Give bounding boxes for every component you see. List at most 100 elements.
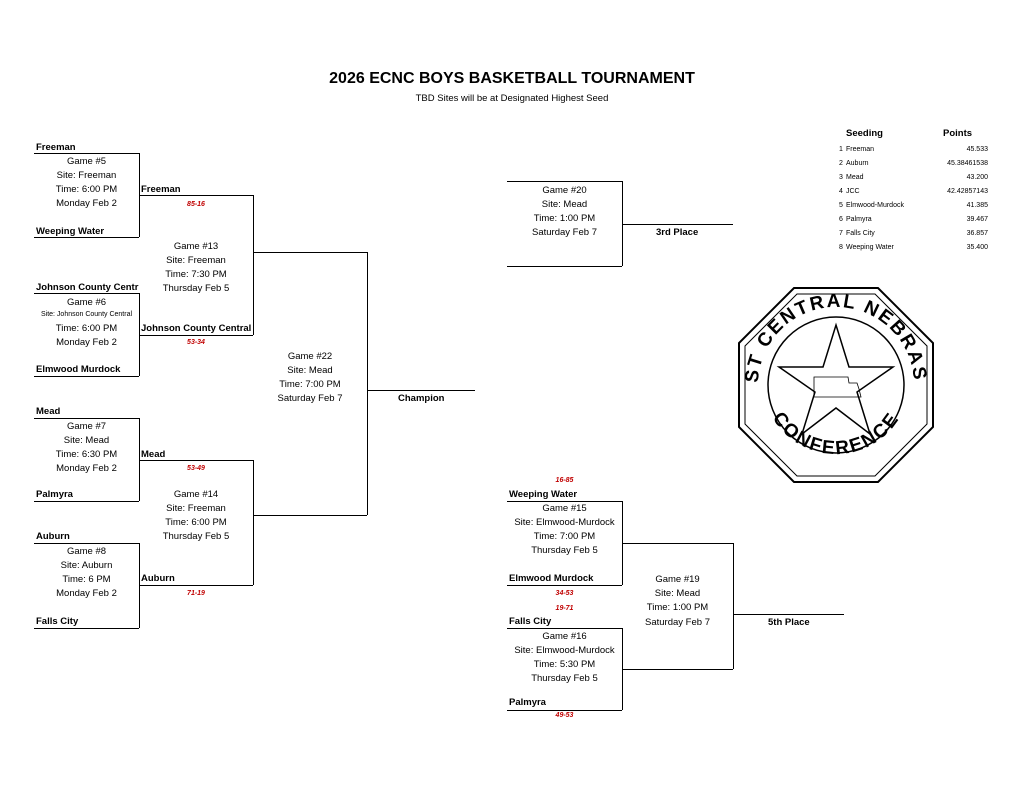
game-number: Game #13 <box>173 241 219 252</box>
seed-points: 35.400 <box>966 244 988 251</box>
fifth-place-label: 5th Place <box>768 617 810 628</box>
team-freeman-r2: Freeman <box>141 184 181 195</box>
points-header: Points <box>943 128 973 139</box>
seed-number: 2 <box>839 160 843 167</box>
score-game-7: 53-49 <box>187 465 205 472</box>
game-number: Game #16 <box>542 631 587 642</box>
page-title: 2026 ECNC BOYS BASKETBALL TOURNAMENT <box>329 70 695 87</box>
seed-number: 6 <box>839 216 843 223</box>
seed-team: JCC <box>846 188 860 195</box>
team-jcc-r2: Johnson County Central <box>141 323 252 334</box>
team-mead-r1: Mead <box>36 406 61 417</box>
game-number: Game #20 <box>542 185 587 196</box>
game-site: Site: Elmwood-Murdock <box>514 517 615 528</box>
game-time: Time: 5:30 PM <box>533 659 596 670</box>
team-palmyra-cons: Palmyra <box>509 697 546 708</box>
game-site: Site: Johnson County Central <box>40 311 133 318</box>
page-subtitle: TBD Sites will be at Designated Highest … <box>415 93 609 104</box>
seed-team: Auburn <box>846 160 869 167</box>
seed-points: 45.38461538 <box>947 160 988 167</box>
team-freeman-r1: Freeman <box>36 142 76 153</box>
team-falls-city-r1: Falls City <box>36 616 79 627</box>
team-elmwood-r1: Elmwood Murdock <box>36 364 121 375</box>
score-game-6: 53-34 <box>187 339 205 346</box>
game-number: Game #7 <box>66 421 107 432</box>
game-date: Monday Feb 2 <box>56 463 117 474</box>
seed-number: 1 <box>839 146 843 153</box>
third-place-label: 3rd Place <box>656 227 699 238</box>
game-date: Saturday Feb 7 <box>277 393 343 404</box>
game-number: Game #22 <box>287 351 333 362</box>
game-number: Game #6 <box>66 297 107 308</box>
seed-number: 8 <box>839 244 843 251</box>
game-site: Site: Freeman <box>56 170 117 181</box>
seed-points: 41.385 <box>966 202 988 209</box>
seed-points: 36.857 <box>966 230 988 237</box>
score-palmyra: 49-53 <box>555 712 574 719</box>
seed-points: 39.467 <box>966 216 988 223</box>
game-time: Time: 6:30 PM <box>55 449 118 460</box>
game-time: Time: 1:00 PM <box>533 213 596 224</box>
seed-number: 7 <box>839 230 843 237</box>
seed-number: 4 <box>839 188 843 195</box>
game-time: Time: 7:30 PM <box>165 269 227 280</box>
team-jcc-r1: Johnson County Centr <box>36 282 139 293</box>
game-date: Saturday Feb 7 <box>532 227 597 238</box>
seed-team: Palmyra <box>846 216 872 223</box>
game-time: Time: 6 PM <box>62 574 111 585</box>
score-game-5: 85-16 <box>187 201 205 208</box>
champion-label: Champion <box>398 393 445 404</box>
conference-logo: EAST CENTRAL NEBRASKA CONFERENCE <box>728 269 936 485</box>
team-auburn-r1: Auburn <box>36 531 70 542</box>
team-palmyra-r1: Palmyra <box>36 489 73 500</box>
seed-team: Falls City <box>846 230 875 237</box>
game-time: Time: 6:00 PM <box>165 517 227 528</box>
game-site: Site: Mead <box>287 365 333 376</box>
game-date: Thursday Feb 5 <box>162 531 230 542</box>
game-number: Game #14 <box>173 489 219 500</box>
team-elmwood-cons: Elmwood Murdock <box>509 573 594 584</box>
game-site: Site: Auburn <box>60 560 113 571</box>
game-date: Saturday Feb 7 <box>645 617 710 628</box>
seed-points: 43.200 <box>966 174 988 181</box>
team-falls-city-cons: Falls City <box>509 616 552 627</box>
game-site: Site: Freeman <box>166 255 226 266</box>
game-site: Site: Mead <box>654 588 701 599</box>
game-time: Time: 7:00 PM <box>533 531 596 542</box>
game-number: Game #5 <box>66 156 107 167</box>
game-number: Game #15 <box>542 503 587 514</box>
game-date: Thursday Feb 5 <box>162 283 230 294</box>
game-site: Site: Mead <box>541 199 588 210</box>
game-date: Monday Feb 2 <box>56 198 117 209</box>
seed-number: 3 <box>839 174 843 181</box>
game-time: Time: 6:00 PM <box>55 184 118 195</box>
seed-team: Freeman <box>846 146 875 153</box>
team-weeping-water-r1: Weeping Water <box>36 226 105 237</box>
game-time: Time: 6:00 PM <box>55 323 118 334</box>
score-game-8: 71-19 <box>187 590 205 597</box>
seed-team: Weeping Water <box>846 244 894 251</box>
seed-number: 5 <box>839 202 843 209</box>
score-elmwood: 34-53 <box>555 590 574 597</box>
game-number: Game #8 <box>66 546 107 557</box>
score-falls-city: 19-71 <box>555 605 574 612</box>
seeding-header: Seeding <box>846 128 883 139</box>
team-mead-r2: Mead <box>141 449 166 460</box>
game-number: Game #19 <box>655 574 700 585</box>
game-date: Thursday Feb 5 <box>531 545 598 556</box>
seed-team: Elmwood-Murdock <box>846 202 904 209</box>
game-site: Site: Elmwood-Murdock <box>514 645 615 656</box>
team-weeping-water-cons: Weeping Water <box>509 489 578 500</box>
game-time: Time: 1:00 PM <box>646 602 709 613</box>
seed-points: 42.42857143 <box>947 188 988 195</box>
team-auburn-r2: Auburn <box>141 573 175 584</box>
game-date: Monday Feb 2 <box>56 588 117 599</box>
seed-team: Mead <box>846 174 864 181</box>
game-date: Monday Feb 2 <box>56 337 117 348</box>
game-time: Time: 7:00 PM <box>279 379 341 390</box>
game-site: Site: Freeman <box>166 503 226 514</box>
game-date: Thursday Feb 5 <box>531 673 598 684</box>
seed-points: 45.533 <box>966 146 988 153</box>
game-site: Site: Mead <box>63 435 110 446</box>
score-weeping-water: 16-85 <box>555 477 574 484</box>
